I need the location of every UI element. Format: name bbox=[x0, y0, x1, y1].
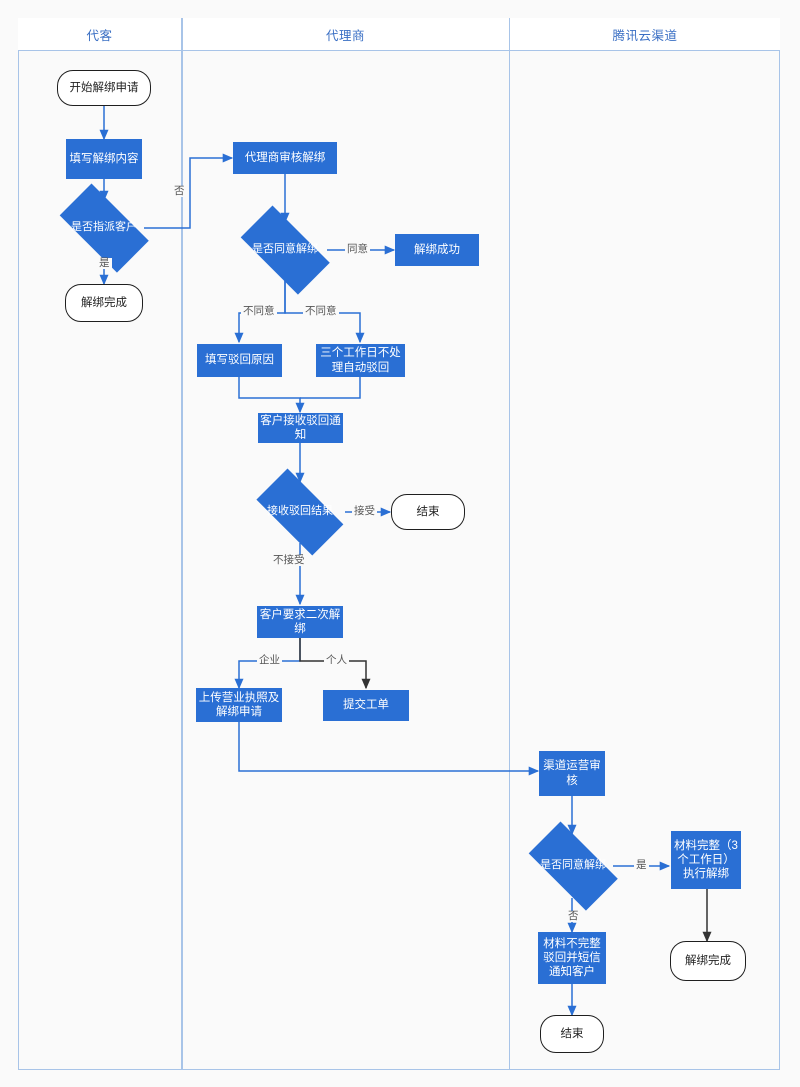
node-material-complete[interactable]: 材料完整（3个工作日）执行解绑 bbox=[671, 831, 741, 889]
node-label: 开始解绑申请 bbox=[69, 81, 139, 94]
lane-divider-2 bbox=[508, 18, 510, 1070]
lane-header-tencent: 腾讯云渠道 bbox=[510, 18, 780, 51]
node-label: 材料完整（3个工作日）执行解绑 bbox=[674, 839, 738, 880]
node-start-apply[interactable]: 开始解绑申请 bbox=[57, 70, 151, 106]
node-label: 结束 bbox=[416, 505, 440, 518]
edge-label-enterprise: 企业 bbox=[257, 654, 282, 666]
lane-label-tencent: 腾讯云渠道 bbox=[612, 28, 678, 43]
node-unbind-done-2[interactable]: 解绑完成 bbox=[670, 941, 746, 981]
lane-label-customer: 代客 bbox=[86, 28, 113, 43]
node-channel-review[interactable]: 渠道运营审核 bbox=[539, 751, 605, 796]
node-end-1[interactable]: 结束 bbox=[391, 494, 465, 530]
node-second-unbind[interactable]: 客户要求二次解绑 bbox=[257, 606, 343, 638]
edge-label-no-assign: 否 bbox=[172, 185, 187, 197]
node-label: 接收驳回结果 bbox=[267, 505, 333, 518]
node-agent-review[interactable]: 代理商审核解绑 bbox=[233, 142, 337, 174]
lane-header-customer: 代客 bbox=[18, 18, 181, 51]
edge-label-agree: 同意 bbox=[345, 243, 370, 255]
node-label: 结束 bbox=[560, 1027, 584, 1040]
node-label: 填写驳回原因 bbox=[205, 354, 274, 367]
node-label: 解绑完成 bbox=[81, 296, 127, 309]
node-label: 三个工作日不处理自动驳回 bbox=[320, 347, 401, 374]
node-fill-unbind[interactable]: 填写解绑内容 bbox=[66, 139, 142, 179]
node-agree-unbind[interactable]: 是否同意解绑 bbox=[228, 205, 342, 295]
node-label: 上传营业执照及解绑申请 bbox=[198, 691, 280, 718]
node-unbind-success[interactable]: 解绑成功 bbox=[395, 234, 479, 266]
lane-label-agent: 代理商 bbox=[325, 28, 365, 43]
node-auto-reject-3days[interactable]: 三个工作日不处理自动驳回 bbox=[316, 344, 405, 377]
edge-label-not-accept: 不接受 bbox=[271, 554, 307, 566]
node-label: 提交工单 bbox=[343, 699, 389, 712]
node-agree-unbind-2[interactable]: 是否同意解绑 bbox=[516, 821, 630, 911]
node-label: 材料不完整驳回并短信通知客户 bbox=[543, 937, 601, 978]
edge-label-no-channel: 否 bbox=[566, 910, 581, 922]
node-customer-notified[interactable]: 客户接收驳回通知 bbox=[258, 413, 343, 443]
lane-header-agent: 代理商 bbox=[182, 18, 509, 51]
node-label: 渠道运营审核 bbox=[543, 760, 601, 787]
edge-label-disagree-right: 不同意 bbox=[303, 305, 339, 317]
node-unbind-done-1[interactable]: 解绑完成 bbox=[65, 284, 143, 322]
node-label: 客户接收驳回通知 bbox=[260, 414, 341, 441]
node-label: 客户要求二次解绑 bbox=[259, 608, 341, 635]
node-label: 解绑完成 bbox=[685, 954, 731, 967]
edge-label-yes-channel: 是 bbox=[634, 859, 649, 871]
node-end-2[interactable]: 结束 bbox=[540, 1015, 604, 1053]
lane-divider-1 bbox=[181, 18, 183, 1070]
node-material-incomplete[interactable]: 材料不完整驳回并短信通知客户 bbox=[538, 932, 606, 984]
node-label: 代理商审核解绑 bbox=[244, 151, 326, 164]
node-submit-ticket[interactable]: 提交工单 bbox=[323, 690, 409, 721]
edge-label-individual: 个人 bbox=[324, 654, 349, 666]
node-label: 填写解绑内容 bbox=[69, 152, 139, 165]
node-label: 是否同意解绑 bbox=[540, 859, 606, 872]
edge-label-disagree-left: 不同意 bbox=[241, 305, 277, 317]
node-label: 是否同意解绑 bbox=[252, 243, 318, 256]
node-label: 解绑成功 bbox=[414, 243, 460, 256]
node-upload-license[interactable]: 上传营业执照及解绑申请 bbox=[196, 688, 282, 722]
node-label: 是否指派客户 bbox=[71, 221, 137, 234]
node-reject-result[interactable]: 接收驳回结果 bbox=[244, 468, 356, 556]
node-assign-customer[interactable]: 是否指派客户 bbox=[47, 183, 161, 273]
node-fill-reject-reason[interactable]: 填写驳回原因 bbox=[197, 344, 282, 377]
edge-label-yes-assign: 是 bbox=[97, 257, 112, 269]
edge-label-accept: 接受 bbox=[352, 505, 377, 517]
